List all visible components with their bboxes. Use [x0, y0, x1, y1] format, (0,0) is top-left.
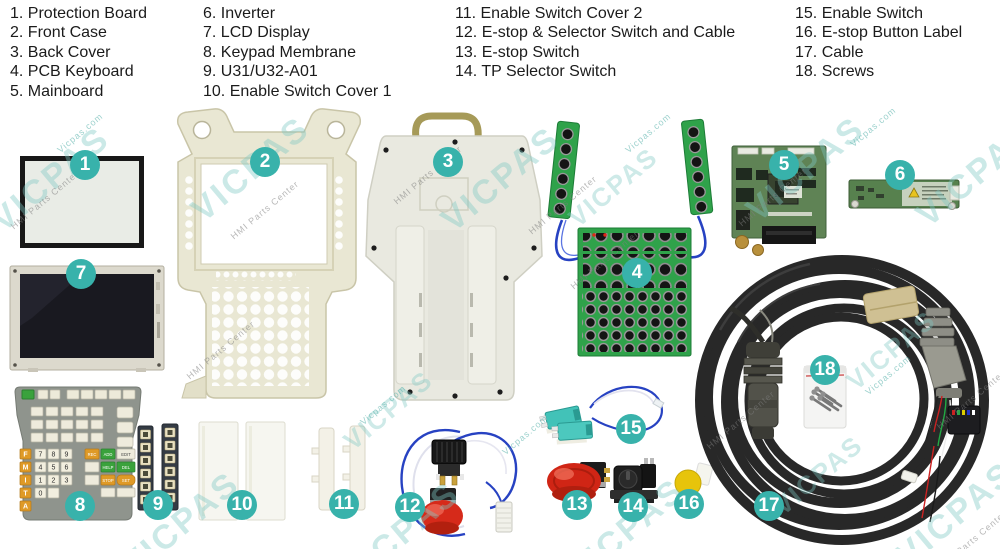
part-badge-10: 10 — [227, 490, 257, 520]
svg-text:REC: REC — [88, 452, 97, 457]
svg-text:5: 5 — [52, 465, 56, 472]
part-cable — [690, 250, 998, 549]
legend-item-17: 17. Cable — [795, 43, 864, 61]
legend-item-8: 8. Keypad Membrane — [203, 43, 356, 61]
legend-item-2: 2. Front Case — [10, 24, 107, 42]
legend-item-11: 11. Enable Switch Cover 2 — [455, 5, 643, 22]
svg-text:DEL: DEL — [122, 465, 131, 470]
legend-item-15: 15. Enable Switch — [795, 5, 924, 22]
part-inverter — [846, 170, 964, 219]
part-badge-7: 7 — [66, 259, 96, 289]
svg-text:1: 1 — [39, 478, 43, 485]
legend-item-6: 6. Inverter — [203, 5, 276, 22]
legend-item-18: 18. Screws — [795, 63, 875, 81]
legend-column-2: 6. Inverter 7. LCD Display 8. Keypad Mem… — [203, 4, 392, 101]
legend-item-12: 12. E-stop & Selector Switch and Cable — [455, 24, 736, 42]
part-badge-14: 14 — [618, 492, 648, 522]
legend-item-5: 5. Mainboard — [10, 82, 104, 100]
watermark-site: Vicpas.com — [848, 105, 898, 149]
watermark-site: Vicpas.com — [55, 111, 105, 155]
legend-column-3: 11. Enable Switch Cover 2 12. E-stop & S… — [455, 4, 735, 82]
svg-text:2: 2 — [52, 478, 56, 485]
part-enable-switch — [538, 374, 672, 453]
part-badge-9: 9 — [143, 490, 173, 520]
svg-text:6: 6 — [65, 465, 69, 472]
part-badge-5: 5 — [769, 150, 799, 180]
legend-item-9: 9. U31/U32-A01 — [203, 63, 318, 81]
svg-text:ADD: ADD — [104, 452, 113, 457]
part-badge-8: 8 — [65, 491, 95, 521]
legend-item-16: 16. E-stop Button Label — [795, 24, 963, 42]
svg-text:T: T — [23, 491, 28, 498]
legend-item-3: 3. Back Cover — [10, 43, 111, 61]
part-front-case — [168, 108, 370, 405]
svg-text:0: 0 — [39, 491, 43, 498]
part-keypad-membrane: F M I T A 7 8 9 4 5 6 1 2 3 0 — [13, 385, 143, 528]
part-badge-3: 3 — [433, 147, 463, 177]
part-lcd-display — [8, 260, 168, 381]
part-badge-18: 18 — [810, 355, 840, 385]
legend-column-1: 1. Protection Board 2. Front Case 3. Bac… — [10, 4, 147, 101]
legend-item-7: 7. LCD Display — [203, 24, 310, 42]
legend-item-10: 10. Enable Switch Cover 1 — [203, 82, 392, 100]
part-badge-16: 16 — [674, 489, 704, 519]
part-enable-switch-cover-1 — [196, 418, 288, 529]
svg-text:A: A — [23, 504, 28, 511]
part-badge-2: 2 — [250, 147, 280, 177]
svg-text:7: 7 — [39, 452, 43, 459]
svg-text:F: F — [23, 452, 28, 459]
part-badge-13: 13 — [562, 490, 592, 520]
svg-text:STOP: STOP — [102, 478, 114, 483]
legend-column-4: 15. Enable Switch 16. E-stop Button Labe… — [795, 4, 962, 82]
svg-text:I: I — [25, 478, 27, 485]
svg-text:9: 9 — [65, 452, 69, 459]
part-pcb-keyboard — [545, 108, 720, 363]
part-badge-12: 12 — [395, 492, 425, 522]
svg-text:4: 4 — [39, 465, 43, 472]
part-mainboard — [728, 138, 832, 265]
legend-item-1: 1. Protection Board — [10, 5, 147, 22]
legend-item-4: 4. PCB Keyboard — [10, 63, 134, 81]
part-back-cover — [362, 108, 548, 407]
svg-text:EDIT: EDIT — [121, 452, 131, 457]
part-badge-6: 6 — [885, 160, 915, 190]
part-badge-1: 1 — [70, 150, 100, 180]
svg-text:M: M — [23, 465, 29, 472]
svg-text:SET: SET — [122, 478, 131, 483]
legend-item-13: 13. E-stop Switch — [455, 43, 580, 61]
part-estop-selector-cable — [390, 412, 526, 549]
part-badge-17: 17 — [754, 491, 784, 521]
svg-text:HELP: HELP — [103, 465, 114, 470]
part-badge-11: 11 — [329, 489, 359, 519]
svg-text:8: 8 — [52, 452, 56, 459]
legend-item-14: 14. TP Selector Switch — [455, 63, 617, 81]
part-badge-4: 4 — [622, 258, 652, 288]
svg-text:3: 3 — [65, 478, 69, 485]
part-badge-15: 15 — [616, 414, 646, 444]
